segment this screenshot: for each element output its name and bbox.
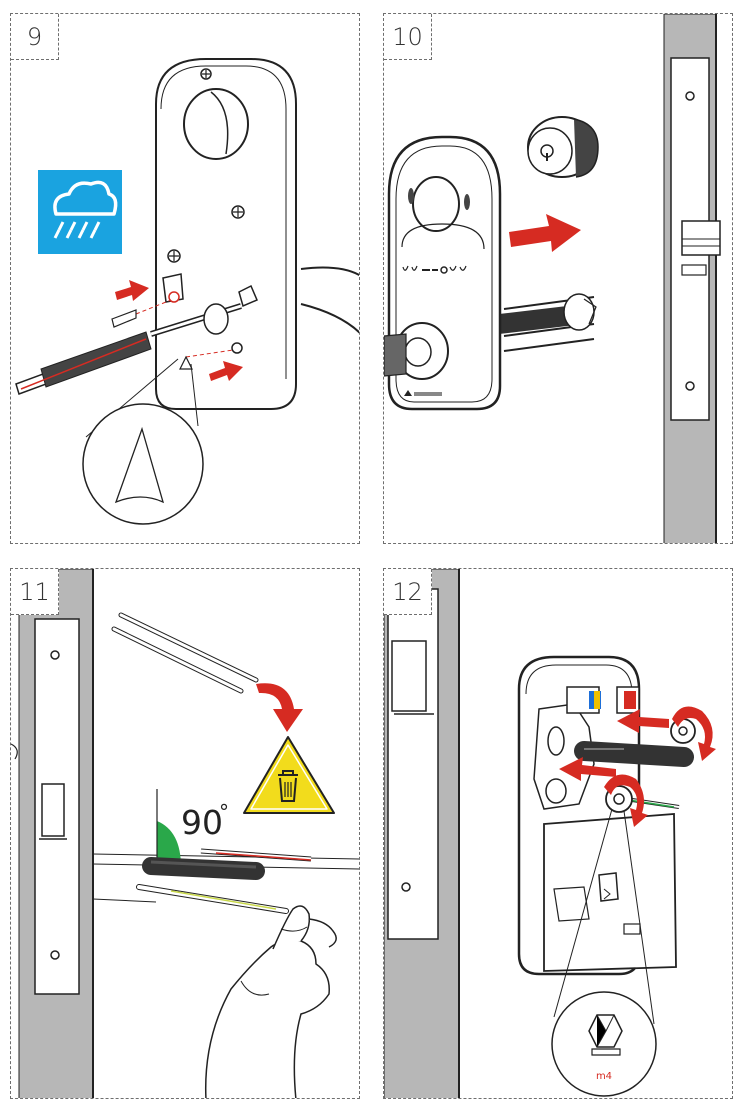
step-10-illustration — [384, 14, 721, 543]
red-arrow-icon — [509, 214, 581, 252]
door-edge — [663, 14, 721, 543]
rotate-arrow-icon — [604, 706, 716, 827]
step-11-illustration: 90 ° — [11, 569, 359, 1098]
step-11-panel: 90 ° 11 — [10, 568, 360, 1099]
part-label: m4 — [596, 1071, 612, 1082]
lock-body — [387, 135, 502, 411]
red-arrow-icon — [115, 280, 243, 381]
angle-label: 90 — [181, 803, 223, 842]
zoom-callout: m4 — [551, 808, 657, 1097]
screw-icon — [167, 68, 245, 263]
zoom-callout — [82, 358, 204, 525]
spindle — [15, 303, 242, 395]
nut-icon — [605, 718, 696, 813]
step-9-illustration — [15, 58, 359, 525]
step-9-panel: 9 — [10, 13, 360, 544]
lock-back — [517, 655, 677, 976]
key-cylinder — [527, 116, 599, 178]
door-edge — [384, 569, 460, 1098]
door-edge — [11, 569, 94, 1098]
red-arrow-icon — [256, 683, 303, 732]
step-number: 12 — [384, 569, 432, 615]
step-number: 10 — [384, 14, 432, 60]
step-10-panel: 10 — [383, 13, 733, 544]
hand — [204, 905, 337, 1098]
angle-unit: ° — [219, 800, 229, 824]
step-number: 9 — [11, 14, 59, 60]
step-12-panel: m4 12 — [383, 568, 733, 1099]
red-arrow-icon — [559, 709, 669, 781]
rain-cloud-icon — [38, 170, 122, 254]
step-12-illustration: m4 — [384, 569, 716, 1098]
step-number: 11 — [11, 569, 59, 615]
trash-warning-triangle-icon — [243, 736, 335, 814]
